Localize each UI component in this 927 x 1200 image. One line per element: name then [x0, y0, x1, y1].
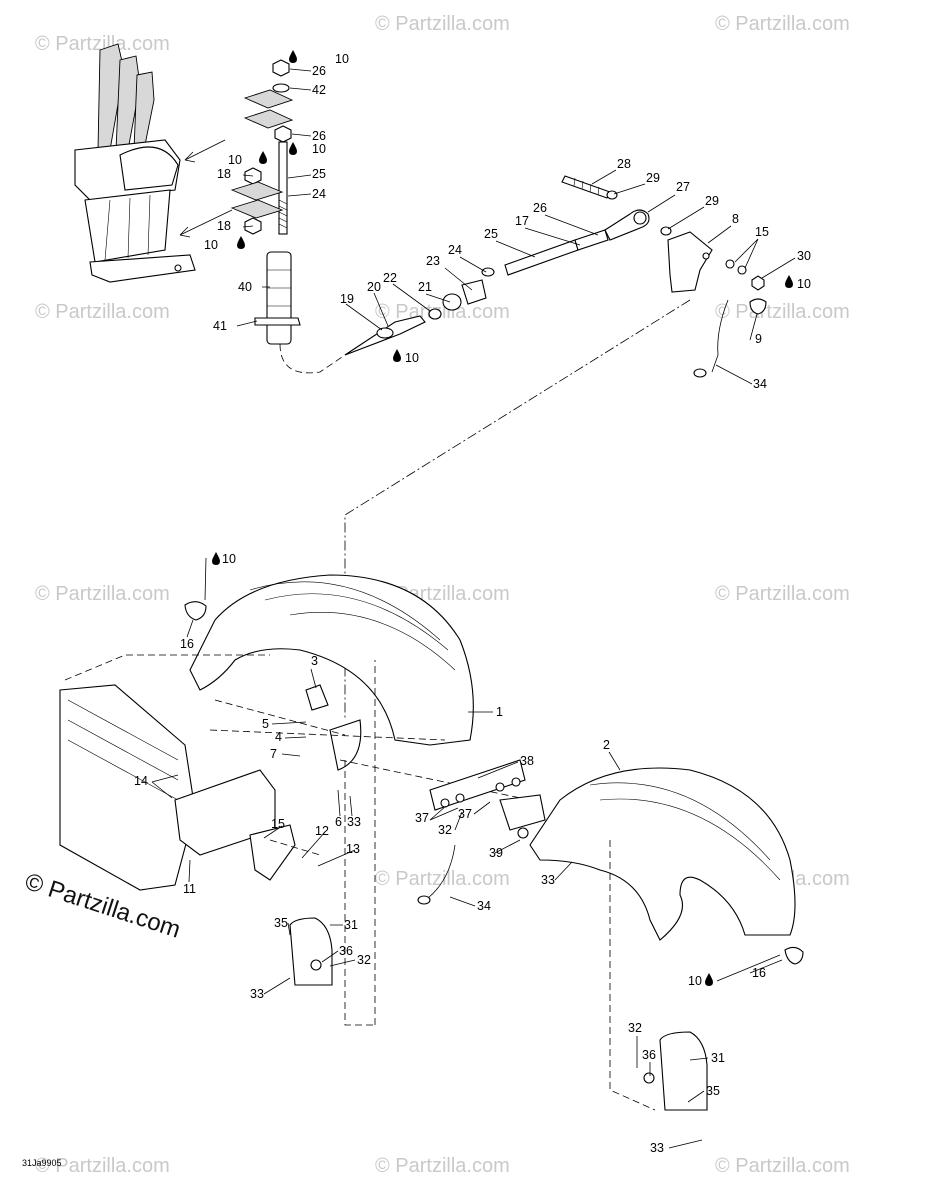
callout: 25 [484, 227, 498, 241]
watermark: © Partzilla.com [715, 301, 850, 323]
watermark: © Partzilla.com [35, 33, 170, 55]
oil-drop-icons [212, 50, 793, 986]
callout: 10 [312, 142, 326, 156]
callout: 17 [515, 214, 529, 228]
watermark: © Partzilla.com [375, 13, 510, 35]
callout: 37 [415, 811, 429, 825]
callout: 12 [315, 824, 329, 838]
oil-drop-icon [212, 552, 220, 565]
watermark: © Partzilla.com [375, 1155, 510, 1177]
callout-labels: 10 26 42 26 10 10 18 25 24 18 10 40 41 1… [134, 52, 811, 1155]
callout: 16 [752, 966, 766, 980]
leader-lines [151, 68, 796, 1149]
oil-drop-icon [393, 349, 401, 362]
callout: 33 [541, 873, 555, 887]
callout: 5 [262, 717, 269, 731]
watermarks: © Partzilla.com © Partzilla.com © Partzi… [35, 13, 850, 1177]
callout: 15 [755, 225, 769, 239]
callout: 32 [357, 953, 371, 967]
callout: 3 [311, 654, 318, 668]
callout: 33 [250, 987, 264, 1001]
callout: 10 [335, 52, 349, 66]
callout: 29 [705, 194, 719, 208]
callout: 34 [477, 899, 491, 913]
oil-drop-icon [259, 151, 267, 164]
callout: 10 [222, 552, 236, 566]
callout: 42 [312, 83, 326, 97]
callout: 31 [711, 1051, 725, 1065]
callout: 26 [312, 129, 326, 143]
callout: 10 [797, 277, 811, 291]
callout: 26 [312, 64, 326, 78]
callout: 2 [603, 738, 610, 752]
callout: 13 [346, 842, 360, 856]
callout: 20 [367, 280, 381, 294]
callout: 15 [271, 817, 285, 831]
callout: 23 [426, 254, 440, 268]
oil-drop-icon [237, 236, 245, 249]
callout: 22 [383, 271, 397, 285]
throttle-control-assembly [74, 43, 196, 283]
callout: 19 [340, 292, 354, 306]
callout: 10 [405, 351, 419, 365]
callout: 30 [797, 249, 811, 263]
callout: 36 [642, 1048, 656, 1062]
callout: 1 [496, 705, 503, 719]
callout: 29 [646, 171, 660, 185]
callout: 28 [617, 157, 631, 171]
callout: 6 [335, 815, 342, 829]
callout: 18 [217, 167, 231, 181]
callout: 9 [755, 332, 762, 346]
callout: 25 [312, 167, 326, 181]
watermark: © Partzilla.com [35, 1155, 170, 1177]
callout: 24 [312, 187, 326, 201]
callout: 4 [275, 730, 282, 744]
callout: 32 [628, 1021, 642, 1035]
callout: 35 [274, 916, 288, 930]
callout: 32 [438, 823, 452, 837]
callout: 27 [676, 180, 690, 194]
steering-cover-assembly [59, 574, 804, 1111]
callout: 10 [228, 153, 242, 167]
callout: 40 [238, 280, 252, 294]
callout: 31 [344, 918, 358, 932]
watermark: © Partzilla.com [375, 868, 510, 890]
callout: 38 [520, 754, 534, 768]
watermark: © Partzilla.com [375, 301, 510, 323]
callout: 10 [688, 974, 702, 988]
callout: 36 [339, 944, 353, 958]
callout: 10 [204, 238, 218, 252]
callout: 16 [180, 637, 194, 651]
callout: 33 [347, 815, 361, 829]
callout: 7 [270, 747, 277, 761]
callout: 18 [217, 219, 231, 233]
callout: 26 [533, 201, 547, 215]
callout: 35 [706, 1084, 720, 1098]
oil-drop-icon [289, 142, 297, 155]
oil-drop-icon [785, 275, 793, 288]
watermark: © Partzilla.com [715, 13, 850, 35]
throttle-cable [344, 175, 767, 720]
watermark: © Partzilla.com [35, 301, 170, 323]
diagram-code: 31Ja9905 [22, 1158, 62, 1168]
oil-drop-icon [289, 50, 297, 63]
callout: 33 [650, 1141, 664, 1155]
callout: 14 [134, 774, 148, 788]
watermark: © Partzilla.com [35, 583, 170, 605]
callout: 8 [732, 212, 739, 226]
callout: 39 [489, 846, 503, 860]
callout: 37 [458, 807, 472, 821]
callout: 41 [213, 319, 227, 333]
oil-drop-icon [705, 973, 713, 986]
watermark: © Partzilla.com [715, 583, 850, 605]
callout: 34 [753, 377, 767, 391]
watermark: © Partzilla.com [715, 1155, 850, 1177]
callout: 21 [418, 280, 432, 294]
arrow [184, 139, 226, 161]
lever-stack [230, 59, 346, 374]
callout: 24 [448, 243, 462, 257]
callout: 11 [183, 882, 196, 896]
